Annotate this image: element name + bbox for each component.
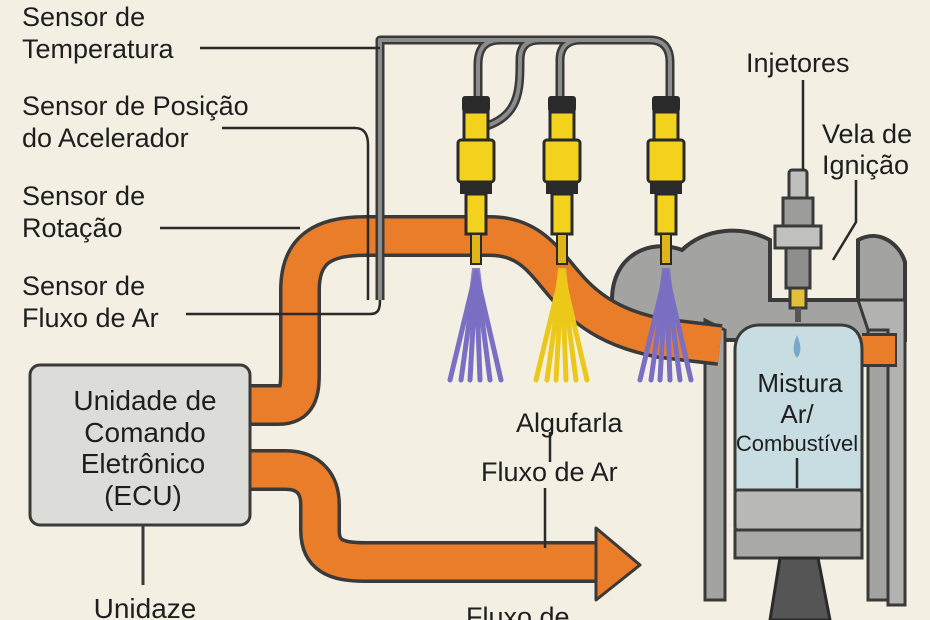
air-flow-label: Fluxo de Ar xyxy=(481,457,618,487)
fuel-spray-2 xyxy=(533,268,590,383)
air-flow-arrow xyxy=(250,449,642,602)
cylinder-label-3: Combustível xyxy=(736,431,858,456)
injectors xyxy=(447,96,694,383)
injector-1 xyxy=(447,96,504,383)
leader-lines xyxy=(160,46,858,548)
spray-label: Algufarla xyxy=(516,408,624,438)
cylinder xyxy=(733,323,864,620)
cylinder-label-2: Ar/ xyxy=(780,399,814,429)
throttle-sensor-label-2: do Acelerador xyxy=(22,123,189,153)
ecu-label-4: (ECU) xyxy=(104,480,182,511)
ecu-label-1: Unidade de xyxy=(73,385,216,416)
bottom-center-label: Fluxo de xyxy=(466,602,570,620)
air-flow-sensor-label-2: Fluxo de Ar xyxy=(22,303,159,333)
cylinder-label-1: Mistura xyxy=(757,368,843,398)
temperature-sensor-label-1: Sensor de xyxy=(22,2,145,32)
spark-plug-label-2: Ignição xyxy=(822,150,909,180)
spark-plug xyxy=(773,168,823,322)
fuel-spray-1 xyxy=(447,268,504,383)
rotation-sensor-label-2: Rotação xyxy=(22,213,123,243)
injector-2 xyxy=(533,96,590,383)
intake-pipe xyxy=(250,215,897,426)
ecu-label-2: Comando xyxy=(84,417,205,448)
rotation-sensor-label-1: Sensor de xyxy=(22,181,145,211)
ecu-label-3: Eletrônico xyxy=(81,448,206,479)
spark-plug-label-1: Vela de xyxy=(822,119,912,149)
engine-block xyxy=(610,228,907,607)
air-flow-sensor-label-1: Sensor de xyxy=(22,271,145,301)
temperature-sensor-label-2: Temperatura xyxy=(22,34,175,64)
throttle-sensor-label-1: Sensor de Posição xyxy=(22,91,249,121)
injectors-label: Injetores xyxy=(746,48,850,78)
bottom-left-label: Unidaze xyxy=(94,593,197,620)
ecu-box xyxy=(28,363,252,527)
injector-3 xyxy=(637,96,694,383)
fuel-spray-3 xyxy=(637,268,694,383)
